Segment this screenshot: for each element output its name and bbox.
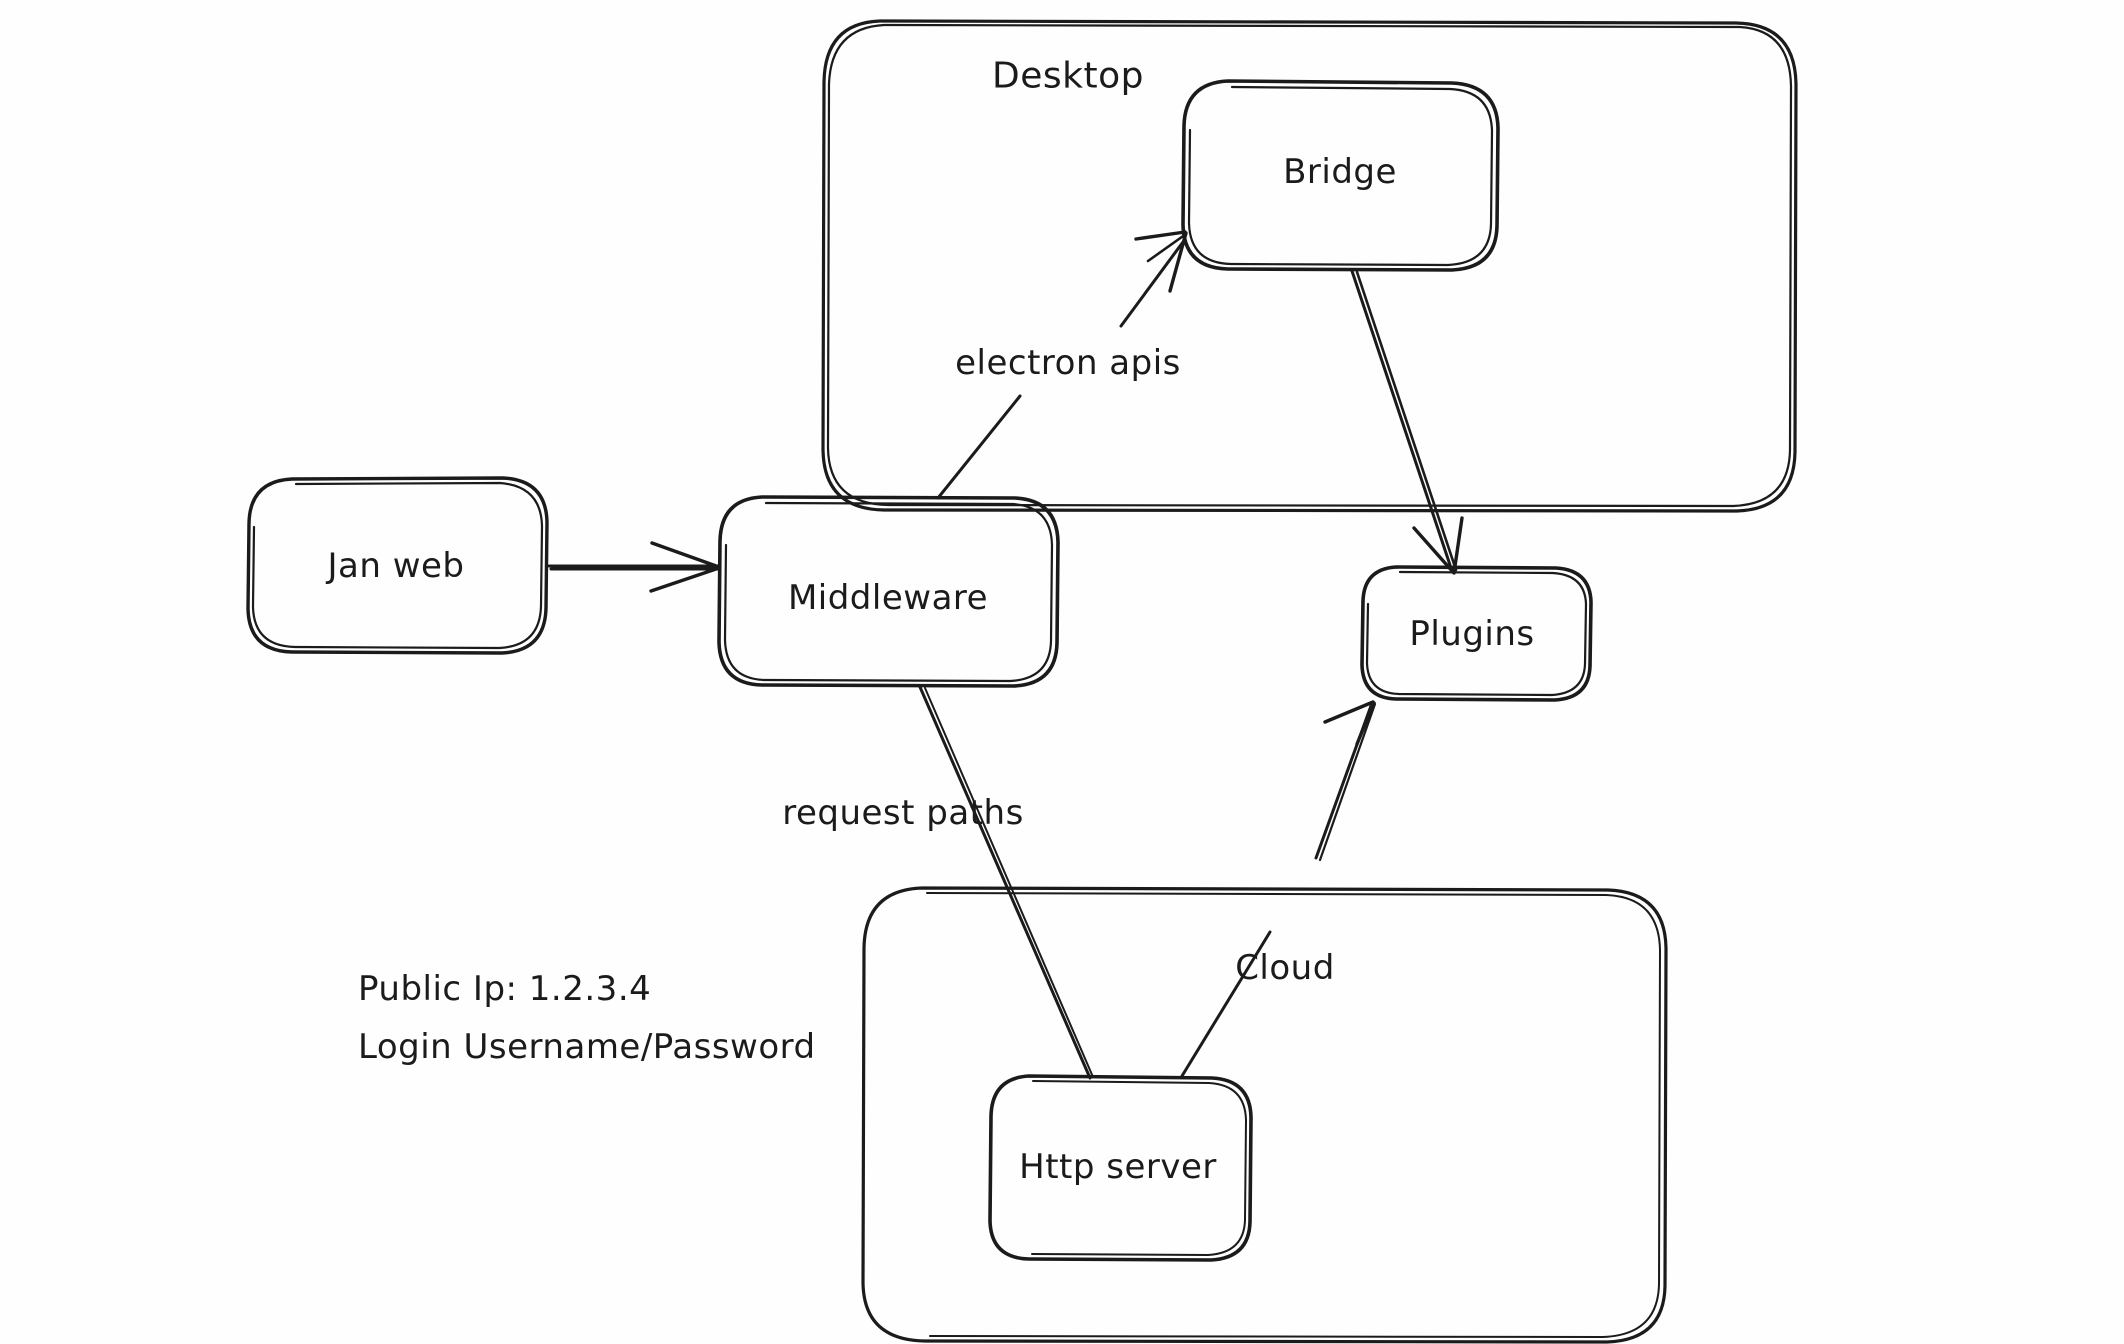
node-label-jan-web[interactable]: Jan web — [327, 546, 465, 586]
edge-httpserver-to-plugins — [1180, 700, 1377, 1078]
note-public-ip: Public Ip: 1.2.3.4 — [358, 969, 652, 1009]
edge-bridge-to-plugins — [1350, 269, 1464, 575]
edge-middleware-to-bridge — [936, 230, 1188, 500]
group-label-desktop: Desktop — [992, 55, 1144, 97]
node-label-http-server[interactable]: Http server — [1019, 1147, 1217, 1187]
node-label-bridge[interactable]: Bridge — [1283, 152, 1397, 192]
node-httpserver-outline — [988, 1074, 1253, 1262]
note-login-credentials: Login Username/Password — [358, 1027, 816, 1067]
group-desktop-outline — [821, 19, 1798, 513]
node-janweb-outline — [246, 476, 549, 655]
node-middleware-outline — [717, 495, 1060, 688]
node-bridge-outline — [1181, 79, 1500, 272]
edge-middleware-to-httpserver — [918, 685, 1094, 1080]
node-label-middleware[interactable]: Middleware — [787, 578, 989, 618]
node-label-plugins[interactable]: Plugins — [1409, 614, 1535, 654]
edge-label-request-paths: request paths — [782, 793, 1024, 833]
node-plugins-outline — [1360, 565, 1593, 702]
group-cloud-outline — [861, 886, 1668, 1344]
edge-janweb-to-middleware — [547, 541, 721, 593]
edge-label-electron-apis: electron apis — [949, 343, 1187, 383]
edge-label-cloud: Cloud — [1235, 948, 1335, 988]
